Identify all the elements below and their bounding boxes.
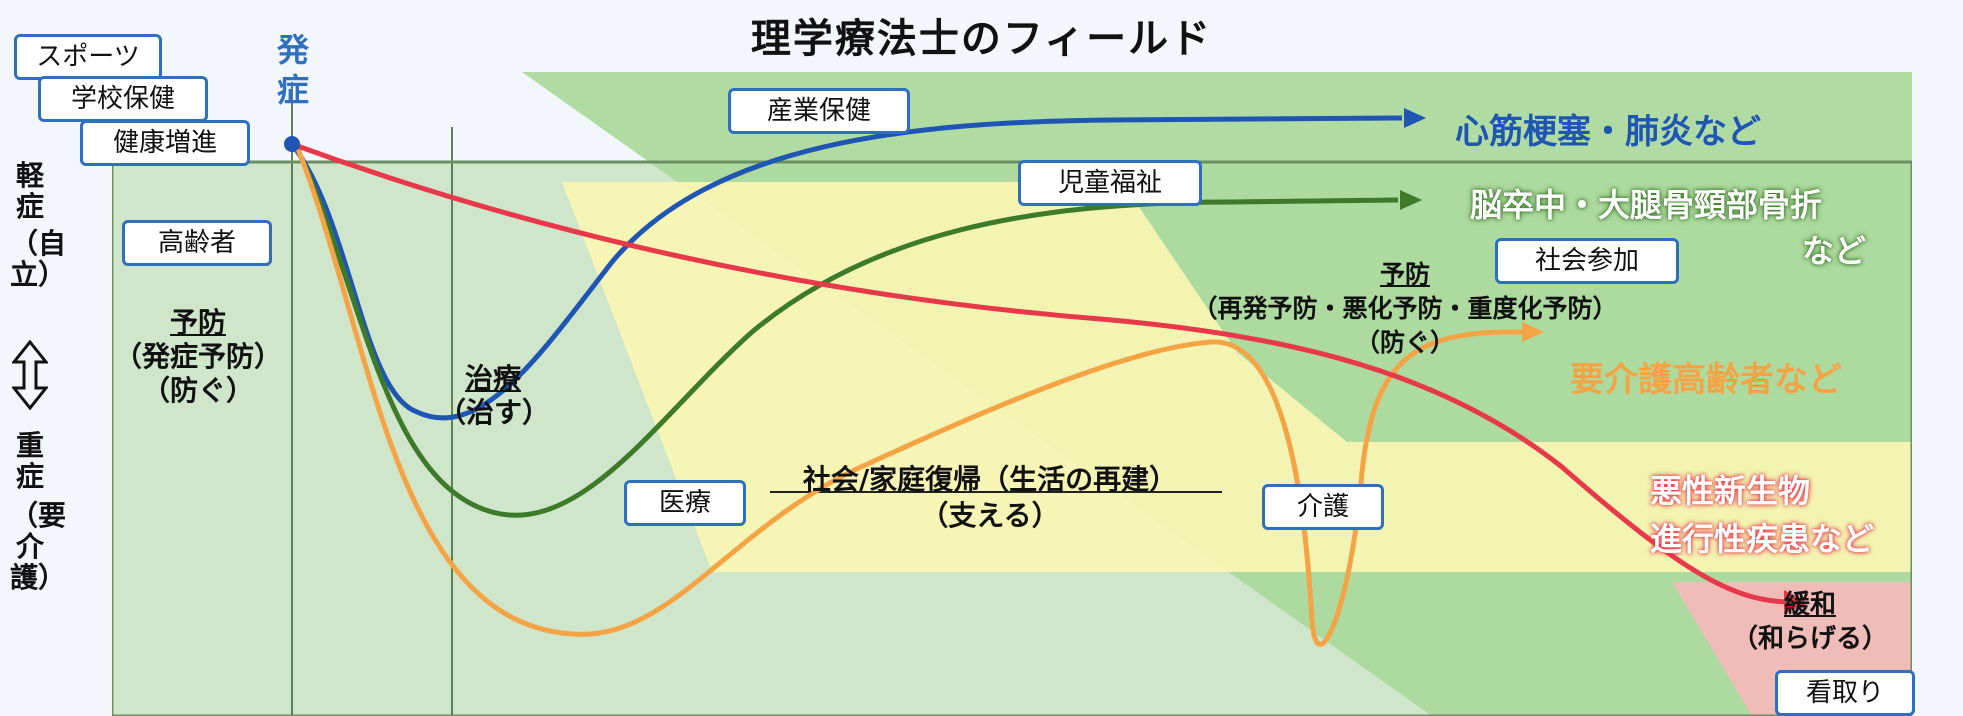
field-frame xyxy=(112,160,1912,716)
onset-label: 発症 xyxy=(276,31,309,109)
tag-school-health: 学校保健 xyxy=(38,76,208,122)
curve-red xyxy=(291,141,1788,605)
palliation-verb: （和らげる） xyxy=(1731,624,1888,654)
arrow-blue xyxy=(1404,108,1426,128)
outcome-red-1: 悪性新生物 xyxy=(1650,472,1811,510)
prevention2-sub: （再発予防・悪化予防・重度化予防） xyxy=(1192,294,1618,323)
axis-severe: 重症 xyxy=(15,429,44,493)
arrow-green xyxy=(1400,190,1422,210)
palliation-label: 緩和 （和らげる） xyxy=(1715,588,1905,656)
tag-health-promotion: 健康増進 xyxy=(80,120,250,166)
tag-medical: 医療 xyxy=(624,480,746,526)
prevention2-title: 予防 xyxy=(1379,260,1430,289)
tag-care: 介護 xyxy=(1262,484,1384,530)
outcome-green-2: など xyxy=(1802,232,1867,270)
return-title: 社会/家庭復帰（生活の再建） xyxy=(802,463,1178,496)
treatment-title: 治療 xyxy=(464,362,521,395)
tag-elderly: 高齢者 xyxy=(122,220,272,266)
prevention2-verb: （防ぐ） xyxy=(1354,328,1455,357)
yellow-zone xyxy=(562,182,1912,572)
arrow-orange xyxy=(1522,322,1544,342)
tag-social-participation: 社会参加 xyxy=(1495,238,1679,284)
tag-sports: スポーツ xyxy=(14,34,162,80)
axis-severe-note: （要介護） xyxy=(10,499,67,594)
prevention-label: 予防 （発症予防） （防ぐ） xyxy=(98,306,298,408)
prevention-title: 予防 xyxy=(169,306,226,339)
prevention-sub: （発症予防） xyxy=(113,340,282,373)
treatment-verb: （治す） xyxy=(438,396,551,429)
palliation-title: 緩和 xyxy=(1783,590,1836,620)
prevention2-label: 予防 （再発予防・悪化予防・重度化予防） （防ぐ） xyxy=(1160,258,1650,360)
return-label: 社会/家庭復帰（生活の再建） （支える） xyxy=(760,462,1220,534)
return-verb: （支える） xyxy=(920,499,1060,532)
prevention-verb: （防ぐ） xyxy=(141,374,254,407)
axis-mild: 軽症 xyxy=(15,159,44,223)
outcome-blue: 心筋梗塞・肺炎など xyxy=(1455,112,1761,152)
onset-point xyxy=(284,136,300,152)
outcome-green-1: 脳卒中・大腿骨頸部骨折 xyxy=(1470,186,1823,224)
arrow-red xyxy=(1784,590,1808,614)
page-title: 理学療法士のフィールド xyxy=(750,16,1213,62)
tag-end-of-life: 看取り xyxy=(1775,670,1915,716)
outcome-red-2: 進行性疾患など xyxy=(1650,520,1875,558)
tag-child-welfare: 児童福祉 xyxy=(1018,160,1202,206)
outcome-orange: 要介護高齢者など xyxy=(1570,360,1842,400)
curve-green xyxy=(291,140,1399,518)
treatment-label: 治療 （治す） xyxy=(438,362,551,430)
curve-blue xyxy=(290,115,1403,421)
tag-occupational-health: 産業保健 xyxy=(728,88,910,134)
axis-mild-note: （自立） xyxy=(10,227,67,291)
updown-arrow-icon xyxy=(12,340,48,410)
